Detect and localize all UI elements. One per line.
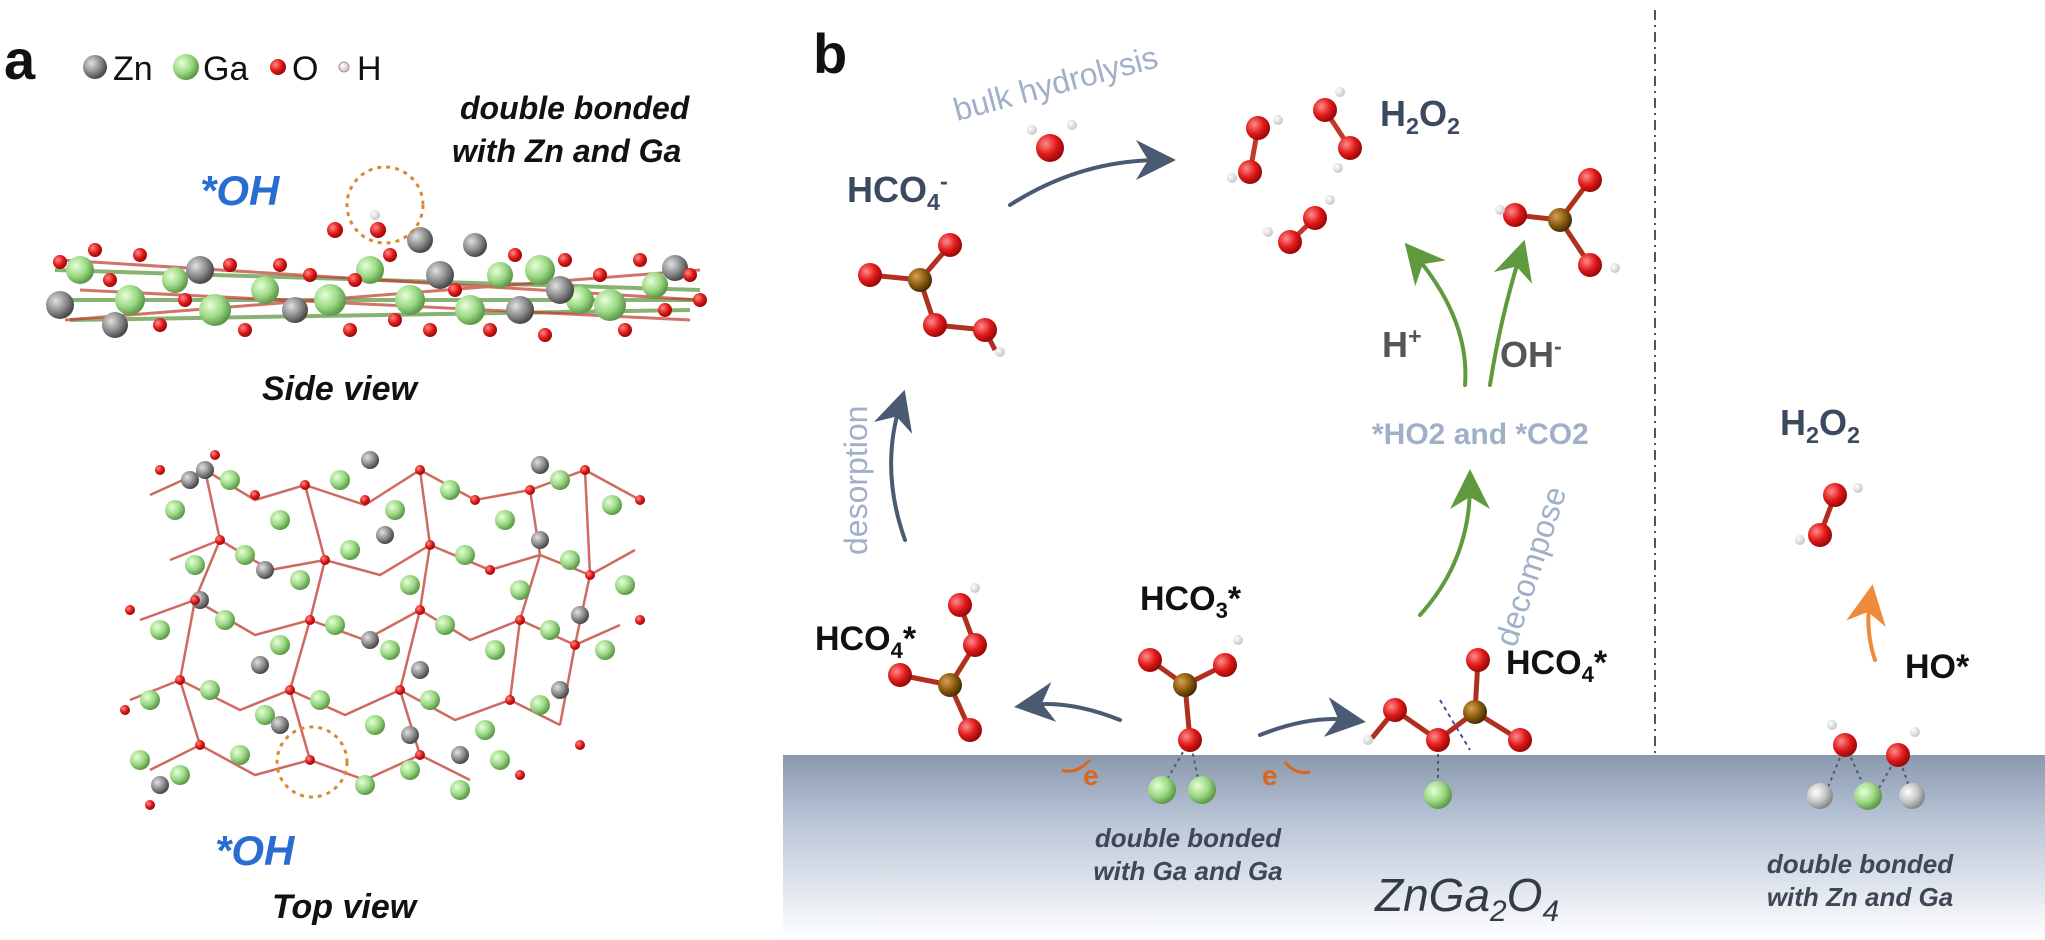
arrow-h-plus [1404,242,1468,387]
top-oh-highlight [275,725,349,799]
electron-arrow-right [1283,761,1311,774]
annotation-double-bonded-line2: with Zn and Ga [452,133,682,169]
h2o2-released-molecule [1795,483,1863,547]
electron-left-label: e [1083,760,1099,791]
arrow-oh-minus [1488,239,1533,387]
surface-note-ga-ga: double bonded with Ga and Ga [1093,823,1283,886]
intermediates-label: *HO2 and *CO2 [1372,418,1589,451]
legend-zn-label: Zn [113,50,153,88]
panel-b-label: b [813,22,848,85]
hco3-star-label: HCO3* [1140,580,1242,623]
arrow-h2o2-release [1846,584,1886,662]
arrow-to-hco4-left [1014,682,1122,722]
side-oh-highlight [345,165,425,245]
hco4-minus-label: HCO4- [847,168,948,216]
arrow-bulk-hydrolysis [1008,140,1176,207]
desorption-label: desorption [838,405,874,555]
material-label: ZnGa2O4 [1375,869,1560,929]
zngao-surface [783,755,2045,940]
ho-star-label: HO* [1905,648,1970,686]
hco4-minus-molecule [858,233,1005,357]
top-oh-label: *OH [215,827,295,874]
hco4-minus-molecule-right [1495,168,1620,277]
electron-arrow-left [1061,758,1092,773]
surface-note-zn-ga: double bonded with Zn and Ga [1766,849,1954,912]
h-plus-label: H+ [1382,323,1422,365]
hco4-star-left-molecule [888,583,987,742]
side-view-slab [46,165,707,342]
water-molecule [1027,120,1077,162]
h2o2-cluster [1227,87,1362,254]
arrow-desorption [873,389,913,542]
legend-atoms [83,54,350,80]
arrow-to-hco4-right [1258,697,1366,737]
top-view-network [120,450,645,810]
legend-ga-label: Ga [203,50,249,88]
oh-minus-label: OH- [1500,333,1562,375]
hco3-star-molecule [1138,635,1243,804]
side-oh-label: *OH [200,167,280,214]
h2o2-right-label: H2O2 [1780,402,1861,449]
annotation-double-bonded-line1: double bonded [460,90,690,126]
legend-o-label: O [292,50,319,88]
side-view-label: Side view [262,370,417,408]
electron-right-label: e [1262,760,1278,791]
ho-star-molecules [1807,720,1925,810]
panel-a-label: a [4,28,36,91]
legend-h-label: H [357,50,382,88]
hco4-star-right-label: HCO4* [1506,644,1608,687]
h2o2-top-label: H2O2 [1380,93,1461,140]
top-view-label: Top view [272,888,417,926]
arrow-decompose [1418,469,1490,617]
hco4-star-right-molecule [1363,648,1532,809]
hco4-star-left-label: HCO4* [815,620,917,663]
